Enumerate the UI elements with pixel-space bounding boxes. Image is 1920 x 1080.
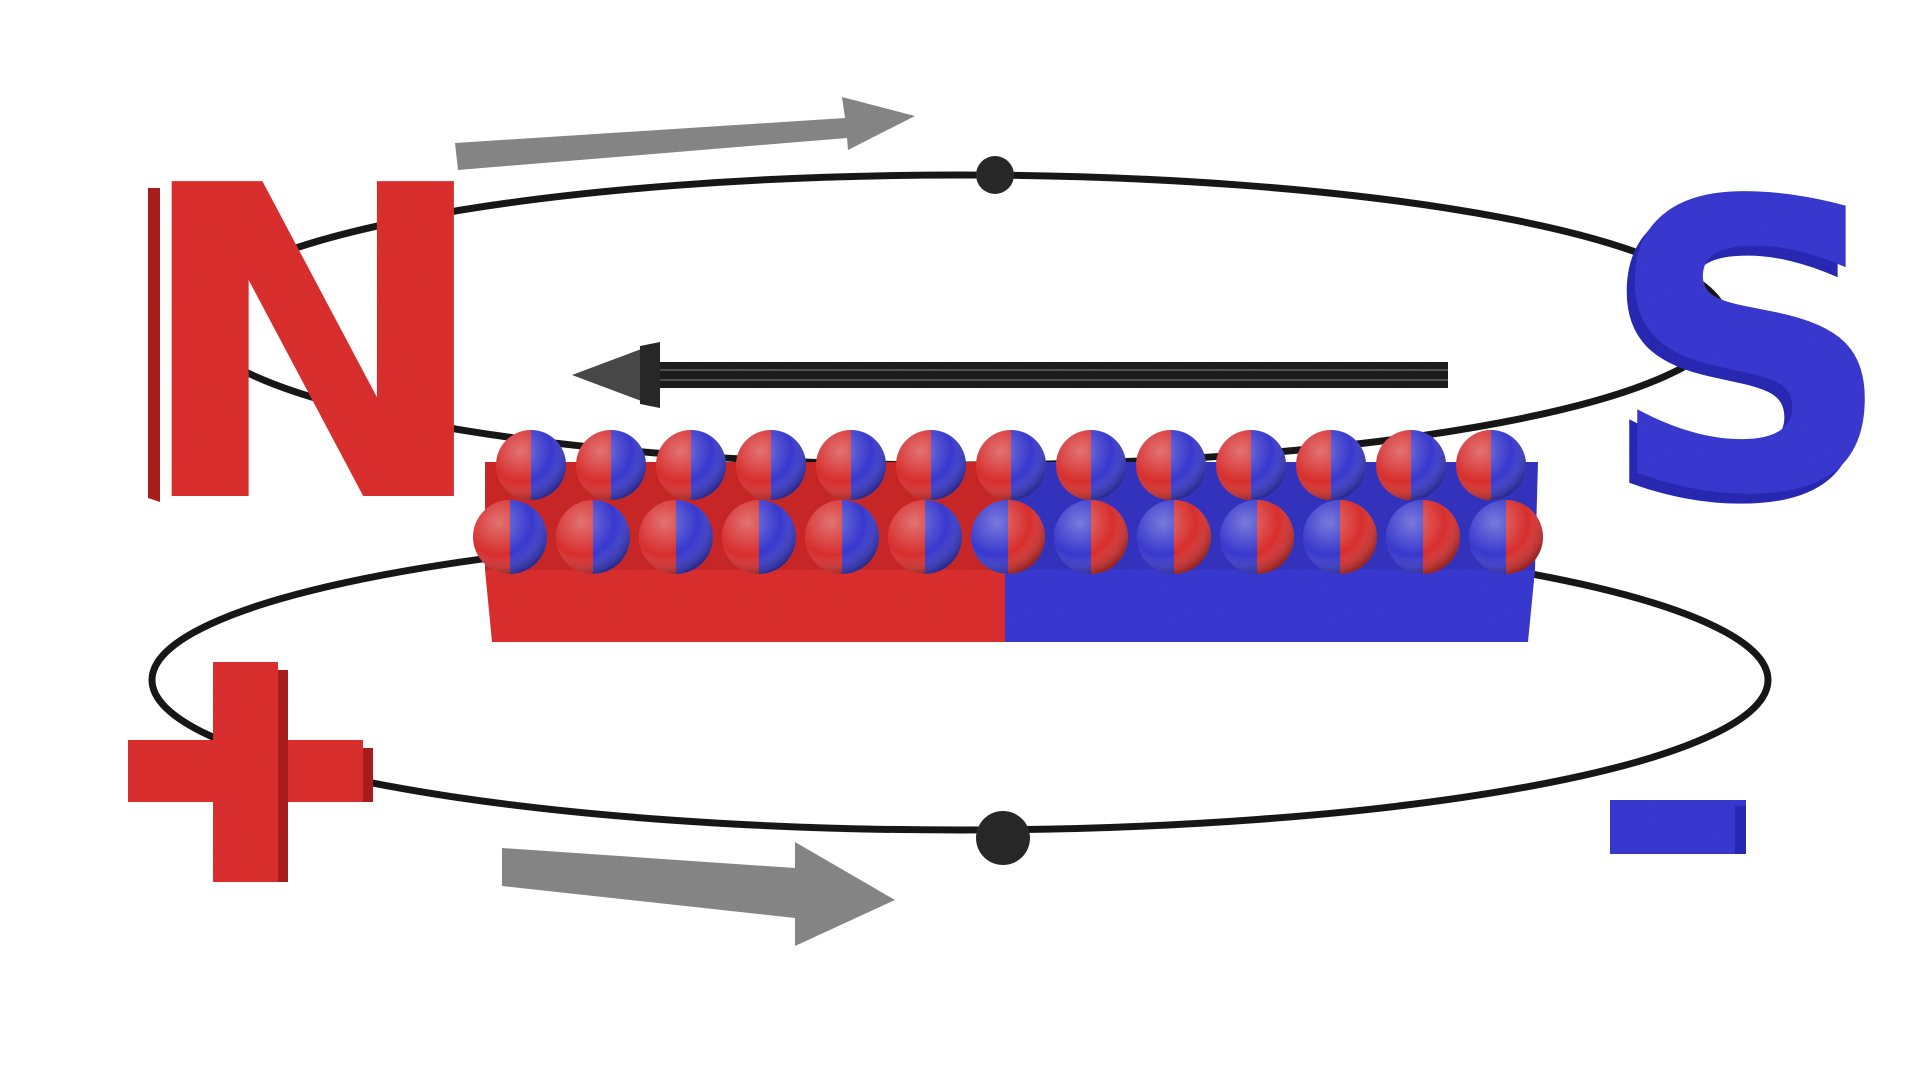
current-arrow-bottom-icon [502, 842, 895, 946]
particle-sphere [1220, 500, 1294, 574]
particle-sphere [976, 430, 1046, 500]
particle-sphere [1296, 430, 1366, 500]
particle-sphere [656, 430, 726, 500]
current-arrow-top-icon [455, 97, 915, 170]
negative-sign: - [1610, 800, 1746, 854]
south-label-shadow: S [1598, 128, 1886, 593]
particle-sphere [971, 500, 1045, 574]
particle-sphere [1456, 430, 1526, 500]
particle-sphere [1137, 500, 1211, 574]
particle-sphere [805, 500, 879, 574]
particle-layer [473, 430, 1543, 574]
particle-sphere [496, 430, 566, 500]
north-pole-letter: N [132, 95, 494, 598]
positive-sign: + [128, 662, 373, 882]
electron-dot-icon [976, 156, 1014, 194]
particle-sphere [556, 500, 630, 574]
particle-sphere [722, 500, 796, 574]
electron-dot-icon [976, 811, 1030, 865]
particle-sphere [888, 500, 962, 574]
particle-sphere [1386, 500, 1460, 574]
particle-sphere [1216, 430, 1286, 500]
south-pole-letter: S S [1598, 118, 1894, 593]
particle-sphere [1376, 430, 1446, 500]
particle-sphere [1303, 500, 1377, 574]
particle-sphere [639, 500, 713, 574]
south-label: S [1606, 118, 1894, 583]
particle-sphere [473, 500, 547, 574]
particle-sphere [1054, 500, 1128, 574]
magnet-north-half [485, 570, 1005, 642]
field-arrow-icon [572, 342, 1448, 408]
particle-sphere [816, 430, 886, 500]
particle-sphere [1056, 430, 1126, 500]
particle-sphere [1136, 430, 1206, 500]
particle-sphere [1469, 500, 1543, 574]
north-label: N [132, 95, 494, 598]
particle-sphere [736, 430, 806, 500]
particle-sphere [576, 430, 646, 500]
magnet-south-half [1005, 570, 1535, 642]
particle-sphere [896, 430, 966, 500]
